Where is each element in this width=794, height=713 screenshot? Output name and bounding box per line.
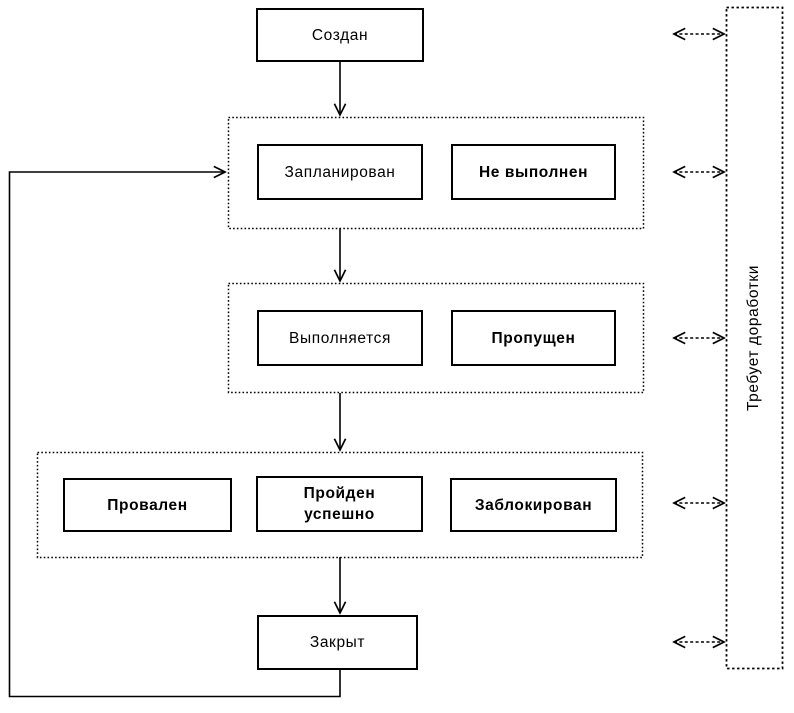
state-failed-label: Провален bbox=[107, 496, 188, 514]
rework-bar-border bbox=[725, 6, 784, 670]
state-running: Выполняется bbox=[257, 310, 423, 366]
state-created-label: Создан bbox=[311, 26, 369, 44]
state-skipped: Пропущен bbox=[451, 310, 616, 366]
state-running-label: Выполняется bbox=[289, 329, 391, 347]
state-skipped-label: Пропущен bbox=[491, 329, 576, 347]
state-planned-label: Запланирован bbox=[284, 163, 396, 181]
state-not-executed-label: Не выполнен bbox=[478, 163, 589, 181]
rework-bar-label: Требует доработки bbox=[745, 264, 763, 412]
state-passed-label: Пройден успешно bbox=[303, 485, 376, 523]
state-not-executed: Не выполнен bbox=[451, 144, 616, 200]
state-failed: Провален bbox=[63, 478, 232, 532]
group-scheduled-border bbox=[227, 116, 645, 230]
state-created: Создан bbox=[256, 8, 424, 62]
state-blocked: Заблокирован bbox=[450, 478, 617, 532]
state-closed-label: Закрыт bbox=[309, 634, 366, 651]
rework-bar: Требует доработки bbox=[726, 7, 783, 669]
group-result-border bbox=[36, 451, 644, 559]
state-closed: Закрыт bbox=[257, 615, 418, 670]
state-passed: Пройден успешно bbox=[256, 476, 423, 532]
arrow-loop-closed-to-scheduled bbox=[8, 172, 341, 698]
state-blocked-label: Заблокирован bbox=[474, 496, 593, 514]
state-planned: Запланирован bbox=[257, 144, 423, 200]
